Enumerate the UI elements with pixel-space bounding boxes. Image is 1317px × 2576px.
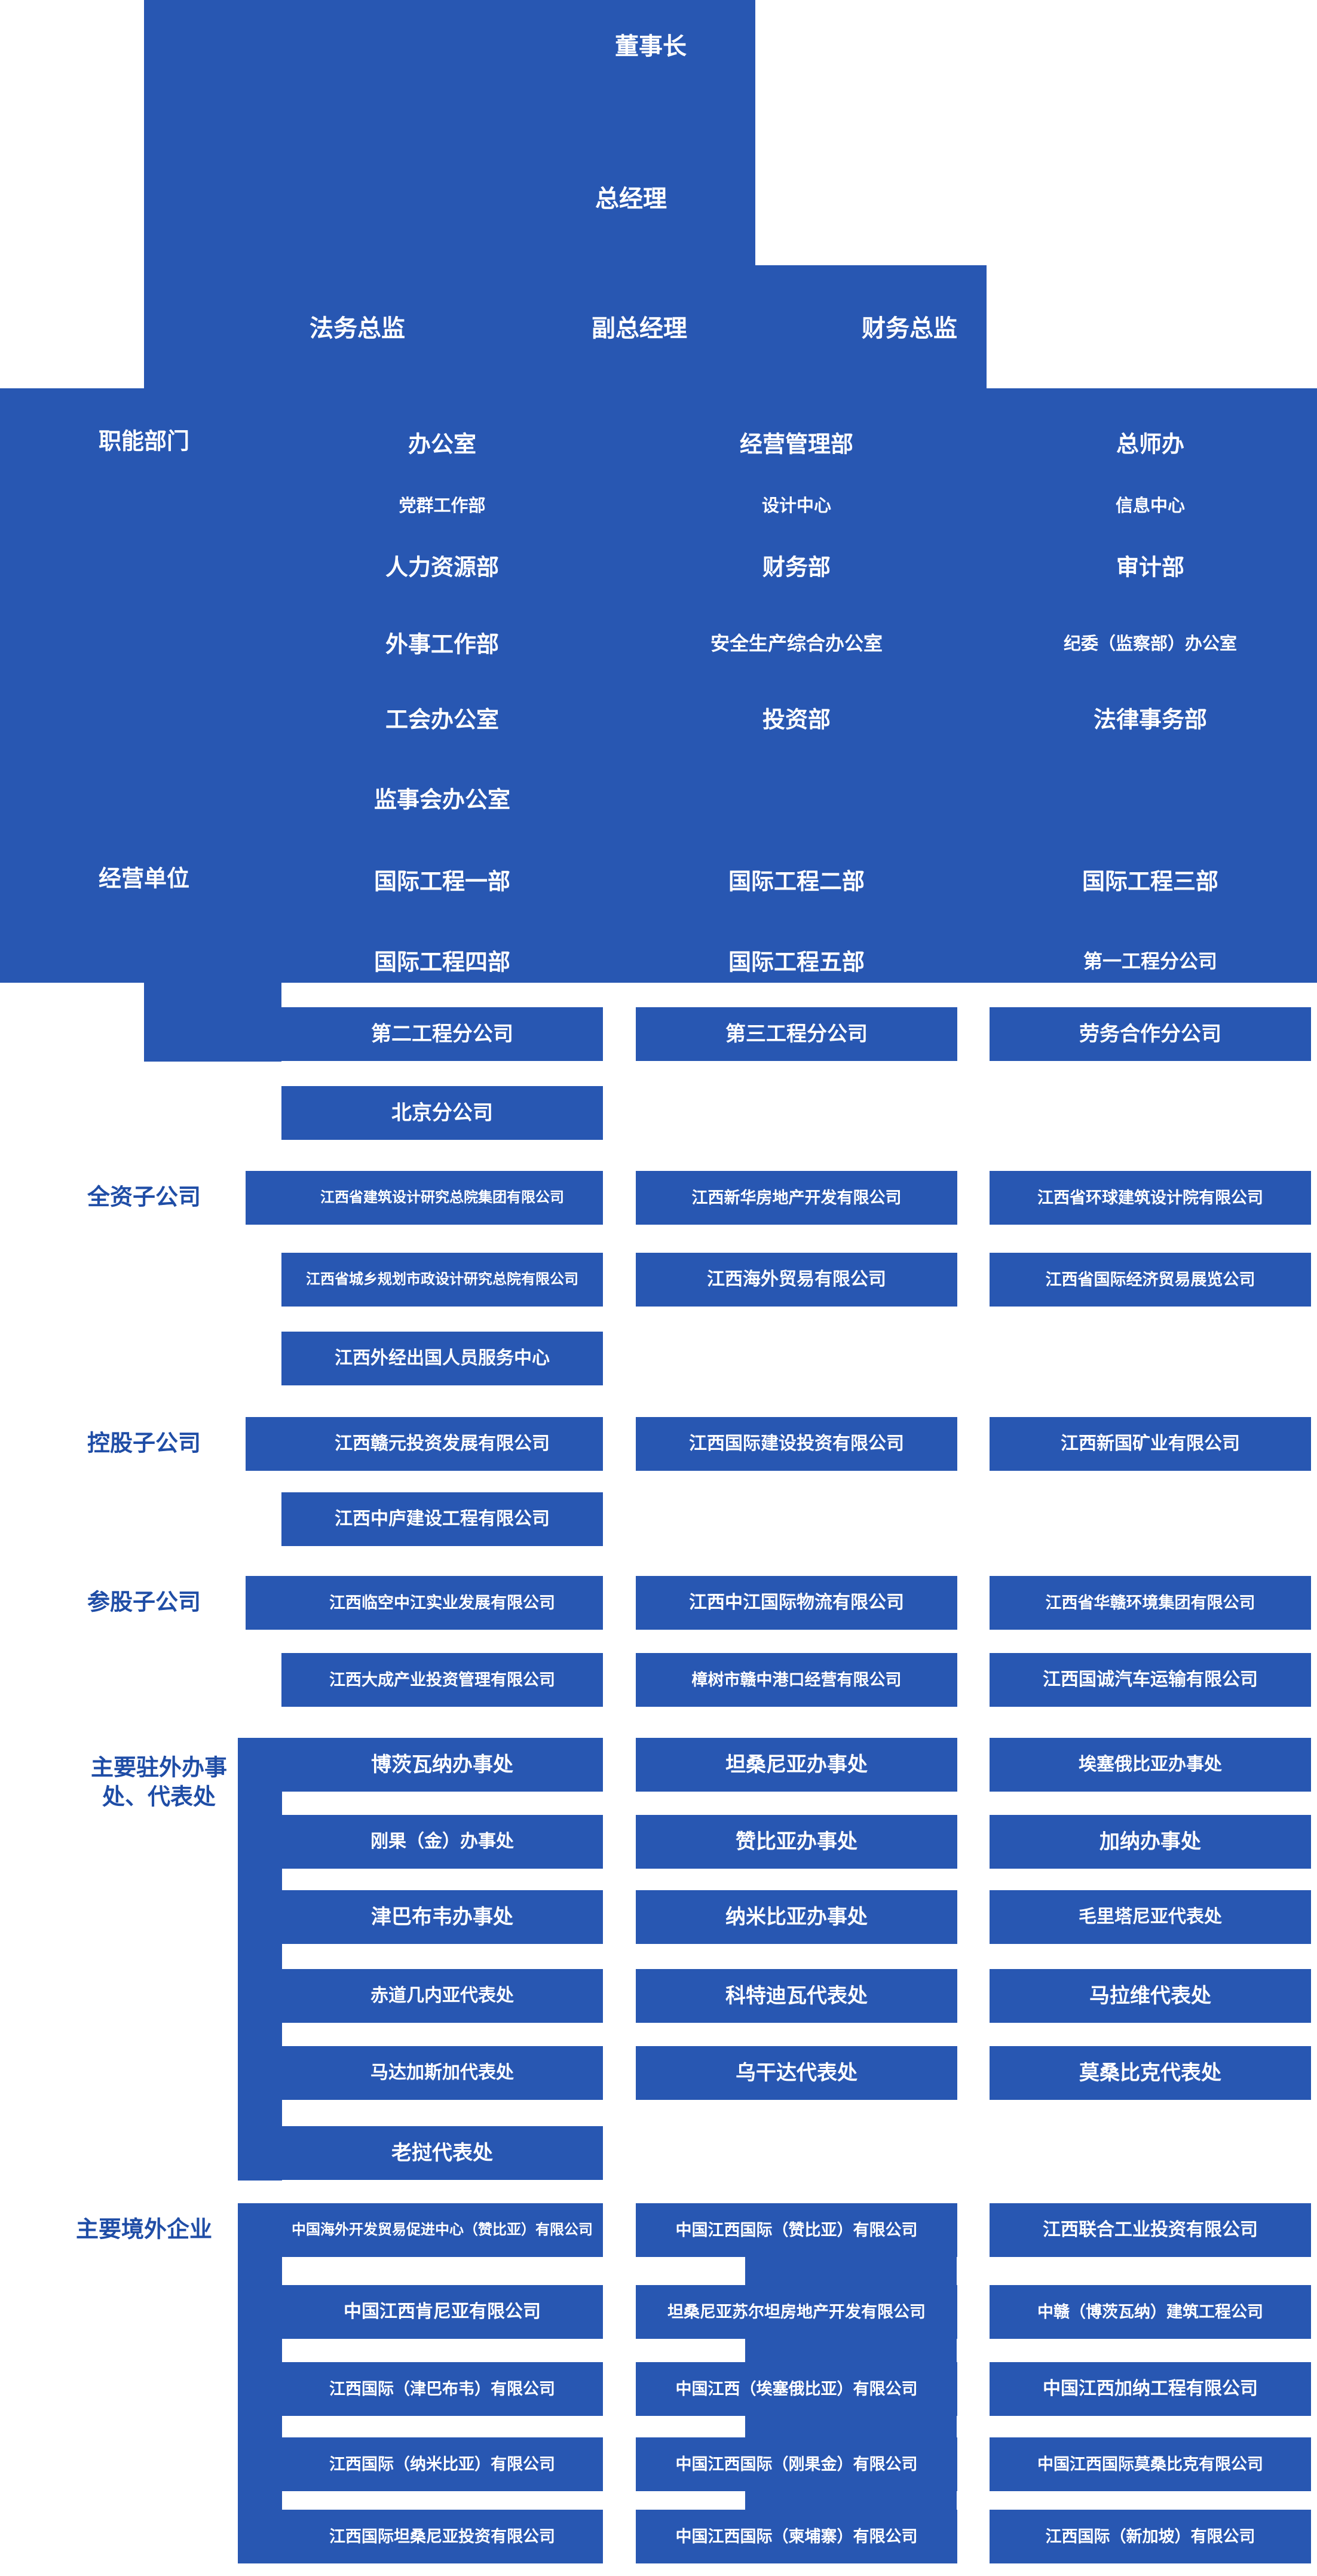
node-finance-director: 财务总监 (862, 315, 957, 342)
org-node: 江西国际坦桑尼亚投资有限公司 (281, 2510, 603, 2563)
panel-main-band (0, 388, 1317, 983)
org-node: 毛里塔尼亚代表处 (990, 1890, 1311, 1944)
section-label-functional: 职能部门 (98, 429, 190, 455)
org-node: 设计中心 (761, 496, 832, 516)
org-node: 法律事务部 (1093, 707, 1208, 733)
org-node: 赤道几内亚代表处 (281, 1969, 603, 2023)
org-node: 樟树市赣中港口经营有限公司 (636, 1653, 957, 1707)
org-node: 中国江西（埃塞俄比亚）有限公司 (636, 2362, 957, 2416)
section-label-overseas_offices: 主要驻外办事处、代表处 (90, 1755, 227, 1810)
node-deputy-general-manager: 副总经理 (592, 315, 687, 342)
connector-operating-left (144, 983, 281, 1062)
org-node: 江西国际（新加坡）有限公司 (990, 2510, 1311, 2563)
panel-top-block (144, 0, 755, 265)
org-node: 江西新国矿业有限公司 (990, 1417, 1311, 1471)
org-node: 刚果（金）办事处 (281, 1815, 603, 1869)
org-node: 江西国际（纳米比亚）有限公司 (281, 2437, 603, 2491)
org-node: 第二工程分公司 (281, 1007, 603, 1061)
org-node: 江西大成产业投资管理有限公司 (281, 1653, 603, 1707)
org-node: 江西国际（津巴布韦）有限公司 (281, 2362, 603, 2416)
org-node: 信息中心 (1115, 496, 1186, 516)
org-node: 国际工程三部 (1082, 869, 1219, 895)
org-node: 江西国诚汽车运输有限公司 (990, 1653, 1311, 1707)
org-node: 安全生产综合办公室 (710, 633, 883, 654)
org-node: 中赣（博茨瓦纳）建筑工程公司 (990, 2285, 1311, 2339)
org-node: 经营管理部 (739, 432, 854, 458)
org-node: 埃塞俄比亚办事处 (990, 1738, 1311, 1792)
section-label-holding: 控股子公司 (87, 1431, 201, 1456)
org-node: 监事会办公室 (373, 787, 511, 813)
org-node: 博茨瓦纳办事处 (281, 1738, 603, 1792)
section-label-minority: 参股子公司 (87, 1590, 201, 1615)
org-node: 工会办公室 (385, 707, 500, 733)
org-node: 赞比亚办事处 (636, 1815, 957, 1869)
org-node: 劳务合作分公司 (990, 1007, 1311, 1061)
org-node: 财务部 (762, 555, 831, 581)
org-node: 莫桑比克代表处 (990, 2046, 1311, 2100)
org-node: 投资部 (762, 707, 831, 733)
org-node: 江西国际建设投资有限公司 (636, 1417, 957, 1471)
org-node: 江西外经出国人员服务中心 (281, 1332, 603, 1385)
org-node: 办公室 (408, 432, 477, 458)
connector-minority-stub (246, 1576, 283, 1630)
section-label-wholly_owned: 全资子公司 (87, 1185, 201, 1210)
panel-executive-band (144, 265, 987, 388)
connector-holding-stub (246, 1417, 283, 1471)
org-node: 纳米比亚办事处 (636, 1890, 957, 1944)
org-node: 总师办 (1116, 432, 1185, 458)
org-node: 中国江西肯尼亚有限公司 (281, 2285, 603, 2339)
org-node: 中国江西国际（刚果金）有限公司 (636, 2437, 957, 2491)
org-node: 江西联合工业投资有限公司 (990, 2203, 1311, 2257)
org-node: 中国江西国际莫桑比克有限公司 (990, 2437, 1311, 2491)
org-node: 第一工程分公司 (1083, 950, 1218, 972)
org-node: 中国江西国际（柬埔寨）有限公司 (636, 2510, 957, 2563)
org-node: 江西临空中江实业发展有限公司 (281, 1576, 603, 1630)
org-node: 北京分公司 (281, 1086, 603, 1140)
org-node: 江西赣元投资发展有限公司 (281, 1417, 603, 1471)
org-node: 乌干达代表处 (636, 2046, 957, 2100)
org-node: 审计部 (1116, 555, 1185, 581)
section-label-operating: 经营单位 (98, 866, 190, 892)
org-node: 江西中庐建设工程有限公司 (281, 1492, 603, 1546)
connector-enterprises-left-strip (238, 2203, 282, 2563)
org-node: 国际工程二部 (728, 869, 865, 895)
org-node: 江西新华房地产开发有限公司 (636, 1171, 957, 1225)
org-node: 中国江西国际（赞比亚）有限公司 (636, 2203, 957, 2257)
org-node: 江西省建筑设计研究总院集团有限公司 (281, 1171, 603, 1225)
section-label-overseas_enterprises: 主要境外企业 (75, 2217, 213, 2243)
connector-wholly-owned-stub (246, 1171, 283, 1225)
org-node: 江西中江国际物流有限公司 (636, 1576, 957, 1630)
org-node: 江西省华赣环境集团有限公司 (990, 1576, 1311, 1630)
org-node: 坦桑尼亚苏尔坦房地产开发有限公司 (636, 2285, 957, 2339)
node-legal-director: 法务总监 (310, 315, 405, 342)
org-node: 江西海外贸易有限公司 (636, 1253, 957, 1307)
org-node: 党群工作部 (399, 496, 486, 516)
org-node: 坦桑尼亚办事处 (636, 1738, 957, 1792)
org-node: 江西省城乡规划市政设计研究总院有限公司 (281, 1253, 603, 1307)
org-node: 人力资源部 (385, 555, 500, 581)
org-node: 中国海外开发贸易促进中心（赞比亚）有限公司 (281, 2203, 603, 2257)
org-node: 中国江西加纳工程有限公司 (990, 2362, 1311, 2416)
org-node: 国际工程五部 (728, 950, 865, 976)
org-node: 第三工程分公司 (636, 1007, 957, 1061)
org-node: 江西省环球建筑设计院有限公司 (990, 1171, 1311, 1225)
org-node: 津巴布韦办事处 (281, 1890, 603, 1944)
org-node: 马达加斯加代表处 (281, 2046, 603, 2100)
org-node: 老挝代表处 (281, 2126, 603, 2180)
org-node: 马拉维代表处 (990, 1969, 1311, 2023)
org-node: 江西省国际经济贸易展览公司 (990, 1253, 1311, 1307)
org-node: 加纳办事处 (990, 1815, 1311, 1869)
org-node: 科特迪瓦代表处 (636, 1969, 957, 2023)
org-node: 国际工程一部 (373, 869, 511, 895)
org-node: 外事工作部 (385, 632, 500, 658)
node-chairman: 董事长 (615, 33, 687, 60)
node-general-manager: 总经理 (595, 186, 667, 212)
org-node: 纪委（监察部）办公室 (1063, 634, 1238, 654)
connector-offices-left-strip (238, 1738, 282, 2181)
org-node: 国际工程四部 (373, 950, 511, 976)
